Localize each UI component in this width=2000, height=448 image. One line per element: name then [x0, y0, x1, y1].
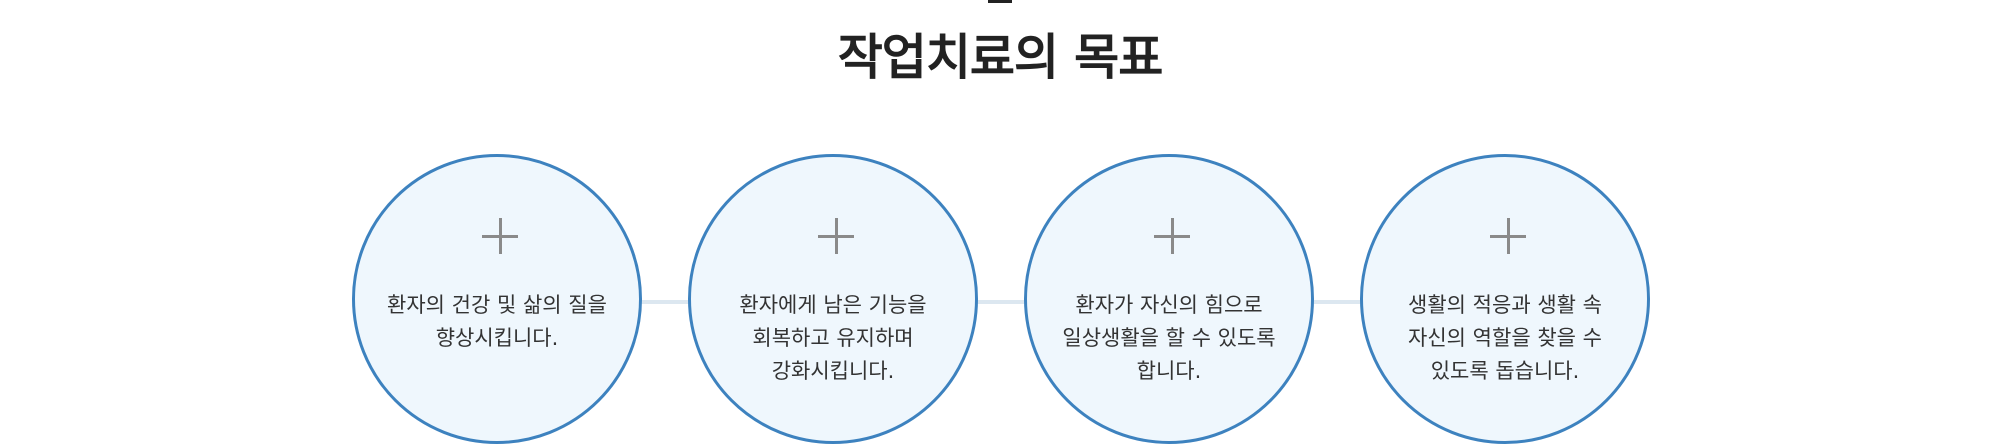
goal-text-line: 있도록 돕습니다.	[1430, 359, 1580, 383]
goal-text: 환자의 건강 및 삶의 질을 향상시킵니다.	[375, 289, 619, 355]
goal-text-line: 강화시킵니다.	[771, 359, 895, 383]
plus-icon	[1490, 218, 1526, 254]
goal-text-line: 향상시킵니다.	[435, 326, 559, 350]
plus-icon	[818, 218, 854, 254]
goal-text: 환자에게 남은 기능을 회복하고 유지하며 강화시킵니다.	[711, 289, 955, 388]
goal-text-line: 자신의 역할을 찾을 수	[1408, 326, 1602, 350]
goal-circle-3: 환자가 자신의 힘으로 일상생활을 할 수 있도록 합니다.	[1024, 154, 1314, 444]
goal-circle-4: 생활의 적응과 생활 속 자신의 역할을 찾을 수 있도록 돕습니다.	[1360, 154, 1650, 444]
goal-text-line: 회복하고 유지하며	[752, 326, 914, 350]
goal-text-line: 일상생활을 할 수 있도록	[1062, 326, 1276, 350]
goal-text-line: 합니다.	[1136, 359, 1202, 383]
goal-text: 환자가 자신의 힘으로 일상생활을 할 수 있도록 합니다.	[1047, 289, 1291, 388]
goal-text-line: 생활의 적응과 생활 속	[1408, 293, 1602, 317]
goal-circle-1: 환자의 건강 및 삶의 질을 향상시킵니다.	[352, 154, 642, 444]
connector-line	[640, 300, 690, 304]
connector-line	[976, 300, 1026, 304]
section-title: 작업치료의 목표	[837, 29, 1164, 86]
plus-icon	[1154, 218, 1190, 254]
plus-icon	[482, 218, 518, 254]
goal-text: 생활의 적응과 생활 속 자신의 역할을 찾을 수 있도록 돕습니다.	[1383, 289, 1627, 388]
goal-text-line: 환자가 자신의 힘으로	[1075, 293, 1263, 317]
goal-circle-2: 환자에게 남은 기능을 회복하고 유지하며 강화시킵니다.	[688, 154, 978, 444]
goal-text-line: 환자의 건강 및 삶의 질을	[387, 293, 607, 317]
connector-line	[1312, 300, 1362, 304]
goal-text-line: 환자에게 남은 기능을	[739, 293, 927, 317]
title-accent-bar	[988, 0, 1012, 3]
